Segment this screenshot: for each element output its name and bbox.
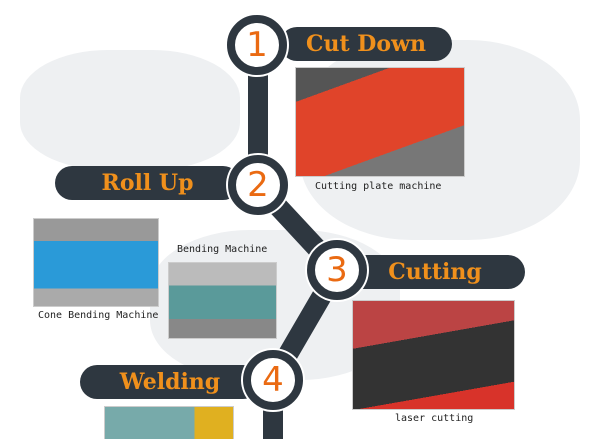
step-1-banner: Cut Down [280,27,452,61]
step-3-label: Cutting [388,259,482,285]
step-1-label: Cut Down [305,31,426,57]
step-2-number: 2 [228,155,288,215]
world-map-background [20,50,240,170]
step-4-number: 4 [243,350,303,410]
bending-machine-photo [168,262,277,339]
laser-cutting-photo [352,300,515,410]
cutting-plate-machine-photo [295,67,465,177]
step-3-number: 3 [307,240,367,300]
bending-machine-caption: Bending Machine [177,244,268,255]
step-3-banner: Cutting [345,255,525,289]
cutting-plate-caption: Cutting plate machine [315,181,442,192]
step-4-banner: Welding [80,365,260,399]
cone-bending-machine-photo [33,218,159,307]
cone-bending-caption: Cone Bending Machine [38,310,159,321]
welding-photo [104,406,234,439]
step-2-label: Roll Up [101,170,194,196]
step-4-label: Welding [119,369,221,395]
step-2-banner: Roll Up [55,166,240,200]
laser-cutting-caption: laser cutting [395,413,474,424]
step-1-number: 1 [227,15,287,75]
